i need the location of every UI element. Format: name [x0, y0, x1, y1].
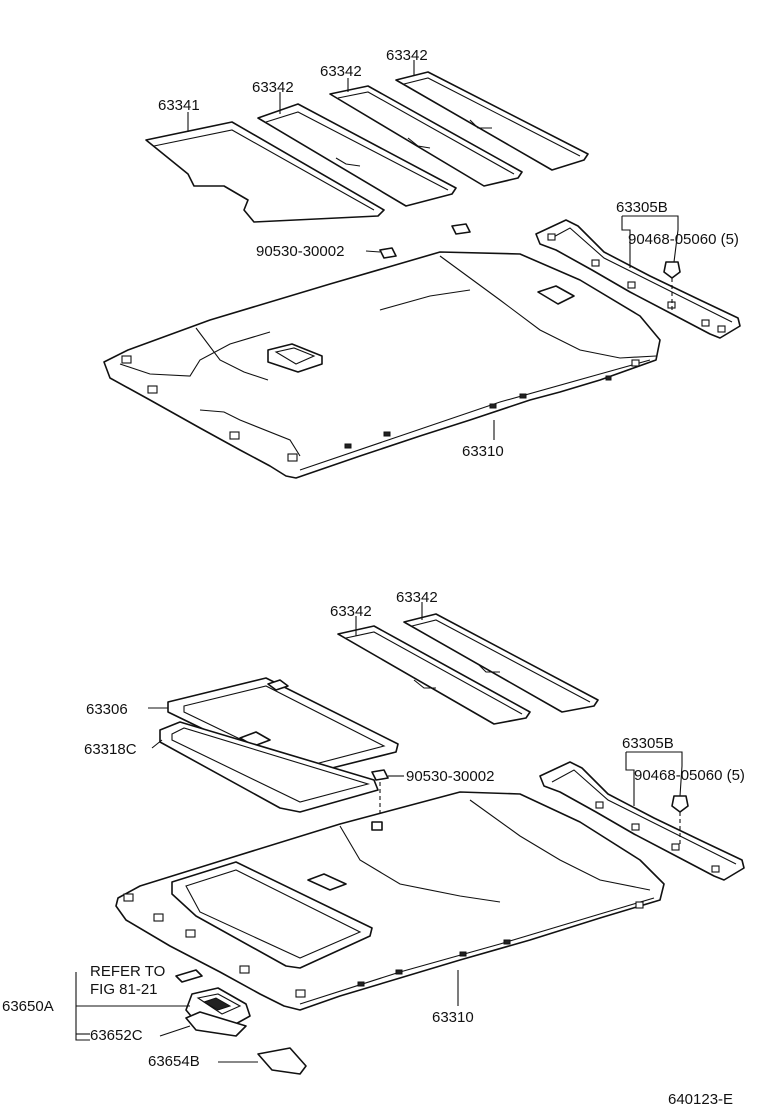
label-63650A: 63650A [2, 998, 54, 1015]
lower-lamp-lens-63654B [257, 1047, 307, 1075]
upper-clip-90530 [379, 247, 397, 259]
upper-headlining-63310 [103, 251, 661, 479]
lower-pad-63342-b [403, 613, 599, 713]
label-90468-upper: 90468-05060 (5) [628, 231, 739, 248]
upper-pad-63341 [145, 121, 385, 223]
lower-pad-63342-a [337, 625, 531, 725]
label-63310-upper: 63310 [462, 443, 504, 460]
upper-screw-icon [663, 261, 681, 279]
upper-pad-63342-c [395, 71, 589, 171]
upper-pad-63342-b [329, 85, 523, 187]
label-90530-upper: 90530-30002 [256, 243, 344, 260]
upper-pad-63342-a [257, 103, 457, 207]
lower-headlining-63310 [115, 791, 665, 1011]
label-63654B: 63654B [148, 1053, 200, 1070]
lower-clip-90530 [371, 769, 389, 781]
lower-lamp-63652C [185, 1011, 247, 1037]
label-63341: 63341 [158, 97, 200, 114]
upper-retainer-63305B [535, 219, 741, 339]
label-63305B-upper: 63305B [616, 199, 668, 216]
label-63318C: 63318C [84, 741, 137, 758]
lower-sunroof-seal-63318C [159, 721, 379, 813]
label-63306: 63306 [86, 701, 128, 718]
figure-code: 640123-E [668, 1091, 733, 1108]
label-63305B-lower: 63305B [622, 735, 674, 752]
label-63342-lower-1: 63342 [330, 603, 372, 620]
label-63342-upper-3: 63342 [386, 47, 428, 64]
label-63310-lower: 63310 [432, 1009, 474, 1026]
lower-screw-icon [671, 795, 689, 813]
label-63342-lower-2: 63342 [396, 589, 438, 606]
label-90468-lower: 90468-05060 (5) [634, 767, 745, 784]
lower-retainer-63305B [539, 761, 745, 881]
label-90530-lower: 90530-30002 [406, 768, 494, 785]
lower-sunroof-frame-63306 [167, 677, 399, 777]
upper-assembly: 63341 63342 63342 63342 90530-30002 6330… [103, 47, 741, 479]
label-63652C: 63652C [90, 1027, 143, 1044]
label-fig-81-21: FIG 81-21 [90, 981, 158, 998]
lower-assembly: 63342 63342 63306 63318C 90530-30002 633… [2, 589, 745, 1075]
label-refer-to: REFER TO [90, 963, 165, 980]
label-63342-upper-1: 63342 [252, 79, 294, 96]
label-63342-upper-2: 63342 [320, 63, 362, 80]
lower-sunroof-opening [171, 861, 373, 969]
